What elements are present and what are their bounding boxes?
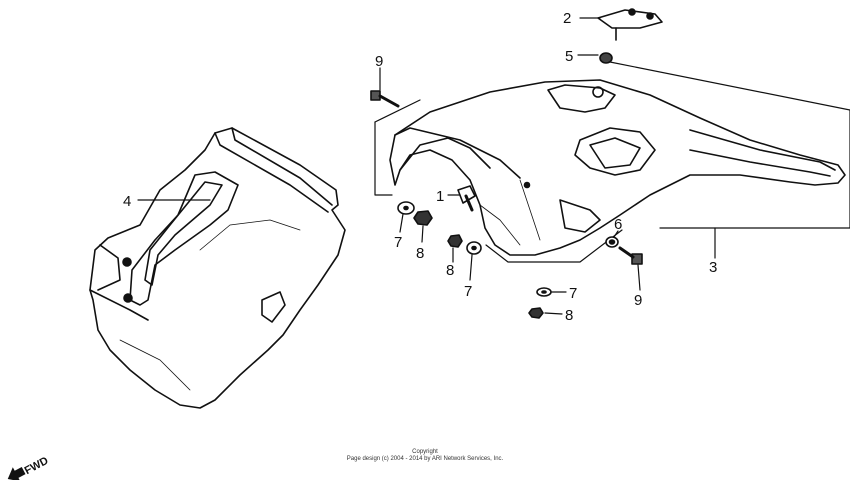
callout-9-upper: 9 — [375, 53, 383, 70]
callout-9-lower: 9 — [634, 292, 642, 309]
part-4-inner-fender — [89, 127, 346, 409]
callout-8-a: 8 — [416, 245, 424, 262]
part-1-bolt — [457, 185, 476, 212]
callout-1: 1 — [436, 188, 444, 205]
part-3-rear-fender — [389, 79, 846, 256]
copyright-line-2: Page design (c) 2004 - 2014 by ARI Netwo… — [346, 456, 504, 462]
part-9-bolt-upper — [370, 90, 400, 108]
part-7-washer-a — [397, 201, 415, 215]
callout-7-c: 7 — [569, 285, 577, 302]
part-7-washer-b — [466, 241, 482, 255]
assembly-outline — [374, 61, 850, 263]
part-7-washer-c — [536, 287, 552, 297]
part-8-nut-b — [447, 234, 463, 248]
part-2-bracket — [597, 8, 663, 41]
part-8-nut-a — [413, 210, 433, 226]
callout-8-c: 8 — [565, 307, 573, 324]
fwd-indicator: FWD — [7, 455, 50, 480]
leader-lines — [137, 17, 716, 315]
callout-6: 6 — [614, 216, 622, 233]
callout-4: 4 — [123, 193, 131, 210]
fwd-arrow-icon — [7, 467, 26, 480]
callout-7-a: 7 — [394, 234, 402, 251]
copyright-line-1: Copyright — [412, 449, 438, 455]
part-8-nut-c — [528, 307, 544, 319]
part-6-collar — [605, 236, 619, 248]
callout-5: 5 — [565, 48, 573, 65]
callout-2: 2 — [563, 10, 571, 27]
part-5-grommet — [599, 52, 613, 64]
callout-8-b: 8 — [446, 262, 454, 279]
part-9-bolt-lower — [618, 246, 643, 265]
callout-3: 3 — [709, 259, 717, 276]
callout-7-b: 7 — [464, 283, 472, 300]
